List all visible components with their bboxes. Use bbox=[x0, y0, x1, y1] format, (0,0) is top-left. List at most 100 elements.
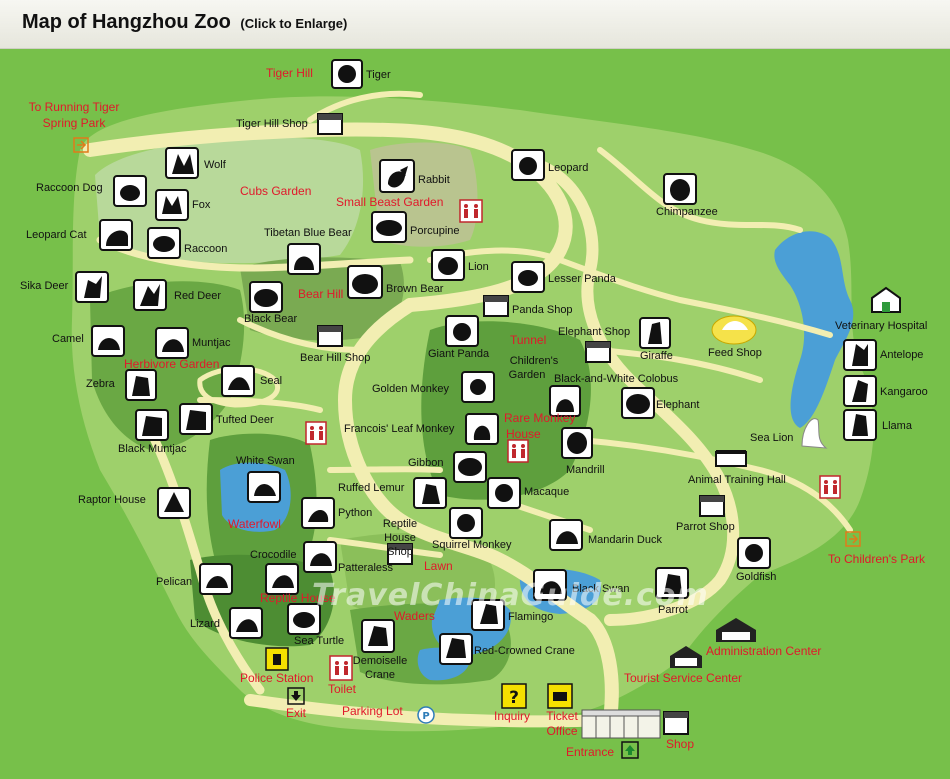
entrance-gate[interactable] bbox=[581, 709, 661, 739]
colobus-icon-glyph bbox=[556, 399, 574, 412]
label-colobus: Black-and-White Colobus bbox=[554, 373, 679, 385]
toilet-figure bbox=[319, 426, 323, 430]
ticket-office-glyph bbox=[553, 692, 567, 701]
shop-icon[interactable] bbox=[483, 295, 509, 317]
toilet-figure bbox=[521, 449, 525, 458]
label-brown-bear: Brown Bear bbox=[386, 283, 444, 295]
label-raccoon: Raccoon bbox=[184, 243, 228, 255]
label-elephant-shop: Elephant Shop bbox=[558, 326, 631, 338]
squirrel-monkey-icon-glyph bbox=[457, 514, 475, 532]
label-fox: Fox bbox=[192, 199, 211, 211]
toilet-figure bbox=[824, 485, 828, 494]
fox-icon[interactable] bbox=[155, 189, 189, 221]
wolf-icon-glyph bbox=[172, 154, 194, 174]
area-label-waterfowl: Waterfowl bbox=[228, 517, 281, 531]
path-south bbox=[244, 694, 616, 728]
label-parrot: Parrot bbox=[658, 604, 688, 616]
shop-icon[interactable] bbox=[663, 711, 689, 735]
exit-icon[interactable] bbox=[287, 687, 305, 705]
label-mandrill: Mandrill bbox=[566, 464, 605, 476]
label-tiger: Tiger bbox=[366, 69, 391, 81]
macaque-icon-glyph bbox=[495, 484, 513, 502]
sea-lion-icon[interactable] bbox=[801, 418, 828, 449]
label-bear-hill-shop: Bear Hill Shop bbox=[300, 352, 371, 364]
path-inner-5 bbox=[597, 147, 803, 233]
label-running-tiger-1: To Running Tiger bbox=[28, 100, 120, 114]
zone-lawn bbox=[340, 533, 495, 619]
kangaroo-icon-glyph bbox=[852, 380, 868, 402]
toilet-figure bbox=[335, 666, 339, 675]
path-herb bbox=[96, 236, 414, 272]
animal-training-hall-icon[interactable] bbox=[715, 450, 747, 467]
golden-monkey-icon-glyph bbox=[470, 379, 486, 395]
toilet-figure bbox=[344, 661, 348, 665]
demoiselle-crane-icon-glyph bbox=[368, 626, 388, 646]
label-red-deer: Red Deer bbox=[174, 290, 222, 302]
label-python: Python bbox=[338, 507, 373, 519]
tufted-deer-icon-glyph bbox=[186, 410, 206, 430]
area-label-bear-hill: Bear Hill bbox=[298, 287, 344, 301]
mandrill-icon-glyph bbox=[567, 432, 587, 454]
sea-turtle-icon-glyph bbox=[293, 612, 315, 628]
label-lion: Lion bbox=[468, 261, 489, 273]
label-ticket-office-1: Ticket bbox=[546, 709, 578, 723]
label-inquiry: Inquiry bbox=[494, 709, 531, 723]
toilet-figure bbox=[335, 661, 339, 665]
raccoon-icon-glyph bbox=[153, 236, 175, 252]
label-mandarin-duck: Mandarin Duck bbox=[588, 534, 662, 546]
shop-icon[interactable] bbox=[585, 341, 611, 363]
inquiry-icon[interactable] bbox=[501, 683, 527, 709]
goldfish-icon-glyph bbox=[745, 544, 763, 562]
shop-icon[interactable] bbox=[317, 113, 343, 135]
toilet-figure bbox=[521, 444, 525, 448]
sika-deer-icon-glyph bbox=[84, 276, 102, 298]
gibbon-icon-glyph bbox=[458, 458, 482, 476]
label-porcupine: Porcupine bbox=[410, 225, 460, 237]
label-black-muntjac: Black Muntjac bbox=[118, 443, 187, 455]
label-kangaroo: Kangaroo bbox=[880, 386, 928, 398]
running-tiger-gate-icon[interactable] bbox=[73, 137, 89, 153]
watermark: TravelChinaGuide.com bbox=[312, 578, 709, 613]
toilet-icon[interactable] bbox=[459, 199, 483, 223]
label-demoiselle-crane-1: Demoiselle bbox=[352, 655, 408, 667]
label-administration-center: Administration Center bbox=[706, 644, 822, 658]
entrance-icon[interactable] bbox=[621, 741, 639, 759]
veterinary-hospital-icon[interactable] bbox=[871, 286, 901, 313]
label-parking-lot: Parking Lot bbox=[342, 704, 403, 718]
label-police-station: Police Station bbox=[240, 671, 314, 685]
red-deer-icon-glyph bbox=[140, 284, 160, 306]
toilet-figure bbox=[310, 431, 314, 440]
label-lesser-panda: Lesser Panda bbox=[548, 273, 616, 285]
antelope-icon-glyph bbox=[852, 344, 868, 366]
label-giant-panda: Giant Panda bbox=[428, 348, 490, 360]
seal-icon-glyph bbox=[228, 377, 250, 390]
parrot-icon-glyph bbox=[664, 574, 682, 594]
label-reptile-house-shop-1: Reptile bbox=[382, 518, 418, 530]
label-running-tiger-2: Spring Park bbox=[42, 116, 106, 130]
toilet-figure bbox=[824, 480, 828, 484]
label-toilet: Toilet bbox=[328, 682, 357, 696]
parking-symbol: P bbox=[422, 711, 429, 722]
enlarge-link[interactable]: (Click to Enlarge) bbox=[240, 16, 348, 31]
administration-center-icon[interactable] bbox=[716, 618, 756, 642]
muntjac-icon-glyph bbox=[162, 339, 184, 352]
area-label-cubs-garden: Cubs Garden bbox=[240, 184, 312, 198]
toilet-figure bbox=[512, 444, 516, 448]
tourist-service-center-icon[interactable] bbox=[670, 646, 702, 668]
label-macaque: Macaque bbox=[524, 486, 570, 498]
shop-icon[interactable] bbox=[387, 543, 413, 565]
feed-shop-icon[interactable] bbox=[711, 315, 757, 345]
label-goldfish: Goldfish bbox=[736, 571, 777, 583]
area-label-reptile-house: Reptile House bbox=[260, 591, 336, 605]
shop-icon[interactable] bbox=[317, 325, 343, 347]
label-squirrel-monkey: Squirrel Monkey bbox=[432, 539, 512, 551]
path-inner-3 bbox=[577, 347, 853, 533]
elephant-icon-glyph bbox=[626, 394, 650, 414]
parking-icon[interactable] bbox=[417, 706, 435, 724]
childrens-park-gate-icon[interactable] bbox=[845, 531, 861, 547]
label-feed-shop: Feed Shop bbox=[708, 347, 762, 359]
shop-icon[interactable] bbox=[699, 495, 725, 517]
raptor-icon-glyph bbox=[164, 492, 184, 512]
label-antelope: Antelope bbox=[880, 349, 924, 361]
label-tourist-service-center: Tourist Service Center bbox=[624, 671, 743, 685]
